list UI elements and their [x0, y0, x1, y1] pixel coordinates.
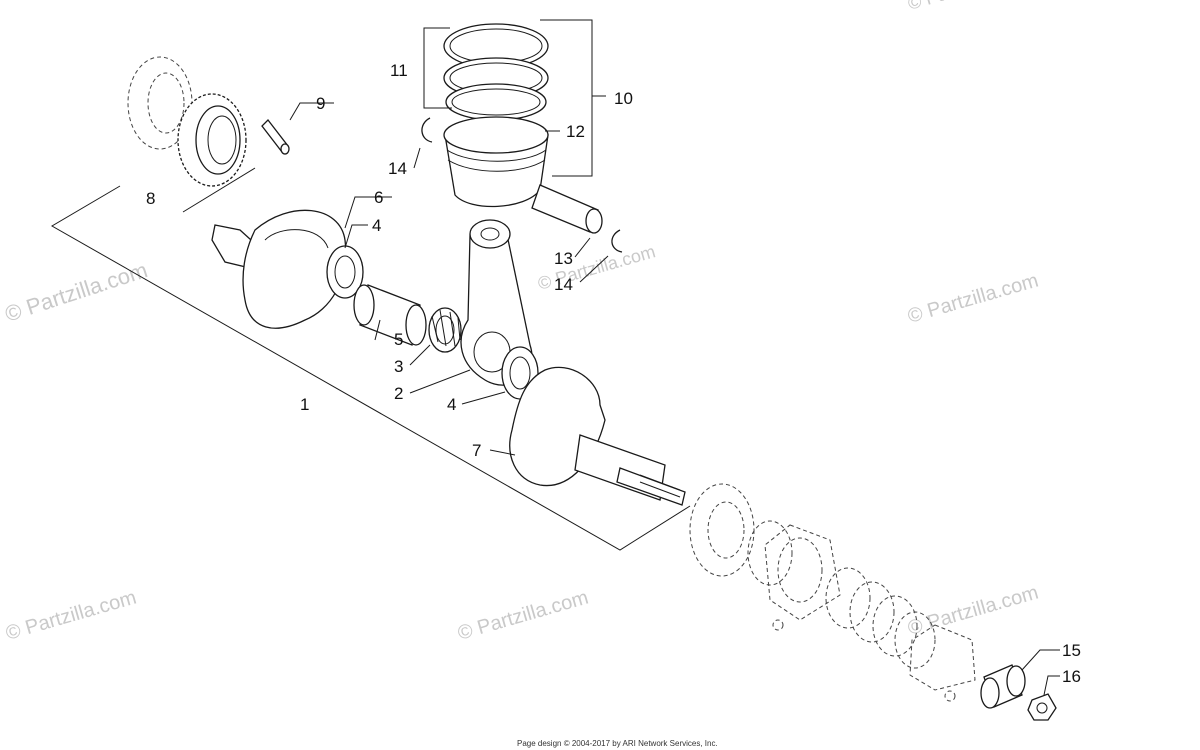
leader-14b: [579, 255, 609, 283]
watermark-top-right: © Partzilla.com: [906, 0, 1028, 14]
screws: [772, 619, 956, 702]
callout-16: 16: [1062, 667, 1081, 686]
cover-plate: [909, 624, 976, 691]
bracket-11: [423, 27, 452, 109]
leader-14a: [413, 147, 421, 169]
callout-10: 10: [614, 89, 633, 108]
bracket-gear-section: [182, 167, 256, 213]
pin-9: [261, 119, 290, 155]
callout-15: 15: [1062, 641, 1081, 660]
bracket-assembly-1: [51, 185, 691, 551]
circlip-14-upper: [421, 117, 433, 143]
leader-15: [1021, 649, 1060, 671]
footer-copyright: Page design © 2004-2017 by ARI Network S…: [517, 739, 718, 748]
bearing-right: [689, 483, 823, 603]
watermark-right: © Partzilla.com: [905, 270, 1041, 328]
piston-rings-11: [443, 23, 549, 121]
leader-6: [344, 196, 392, 229]
watermark-left: © Partzilla.com: [2, 257, 151, 327]
leader-5: [374, 319, 381, 341]
bracket-10: [540, 19, 606, 177]
callout-9: 9: [316, 94, 325, 113]
callout-7: 7: [472, 441, 481, 460]
needle-bearing-3: [428, 307, 462, 353]
leader-2: [409, 369, 471, 394]
callout-11: 11: [390, 61, 408, 80]
crank-pin-5: [353, 284, 427, 346]
leader-4b: [461, 391, 506, 405]
watermark-bottom-left: © Partzilla.com: [3, 587, 139, 645]
callout-2: 2: [394, 384, 403, 403]
nut-16: [1027, 693, 1057, 721]
callout-8: 8: [146, 189, 155, 208]
callout-5: 5: [394, 330, 403, 349]
bushing-15: [980, 664, 1026, 709]
bearing-stack: [825, 567, 936, 669]
circlip-14-lower: [611, 229, 623, 253]
callout-12: 12: [566, 122, 585, 141]
callout-4-upper: 4: [372, 216, 381, 235]
retainer-plate: [764, 524, 841, 621]
callout-14-lower: 14: [554, 275, 573, 294]
callout-14-upper: 14: [388, 159, 407, 178]
leader-16: [1043, 675, 1060, 696]
leader-3: [409, 344, 431, 366]
leader-4a: [344, 224, 368, 249]
callout-3: 3: [394, 357, 403, 376]
piston-12: [443, 116, 549, 208]
watermark-bottom-right: © Partzilla.com: [905, 582, 1041, 640]
crank-half-right-7: [509, 366, 686, 506]
watermark-bottom-center: © Partzilla.com: [455, 587, 591, 645]
crank-half-left-6: [211, 209, 347, 329]
leader-9: [289, 102, 334, 121]
leader-7: [489, 449, 516, 456]
callout-1: 1: [300, 395, 309, 414]
wrist-pin-13: [531, 184, 603, 234]
callout-4-lower: 4: [447, 395, 456, 414]
leader-13: [574, 237, 591, 258]
gear-8: [177, 93, 247, 187]
callout-6: 6: [374, 188, 383, 207]
thrust-washer-4-upper: [326, 245, 364, 299]
callout-13: 13: [554, 249, 573, 268]
